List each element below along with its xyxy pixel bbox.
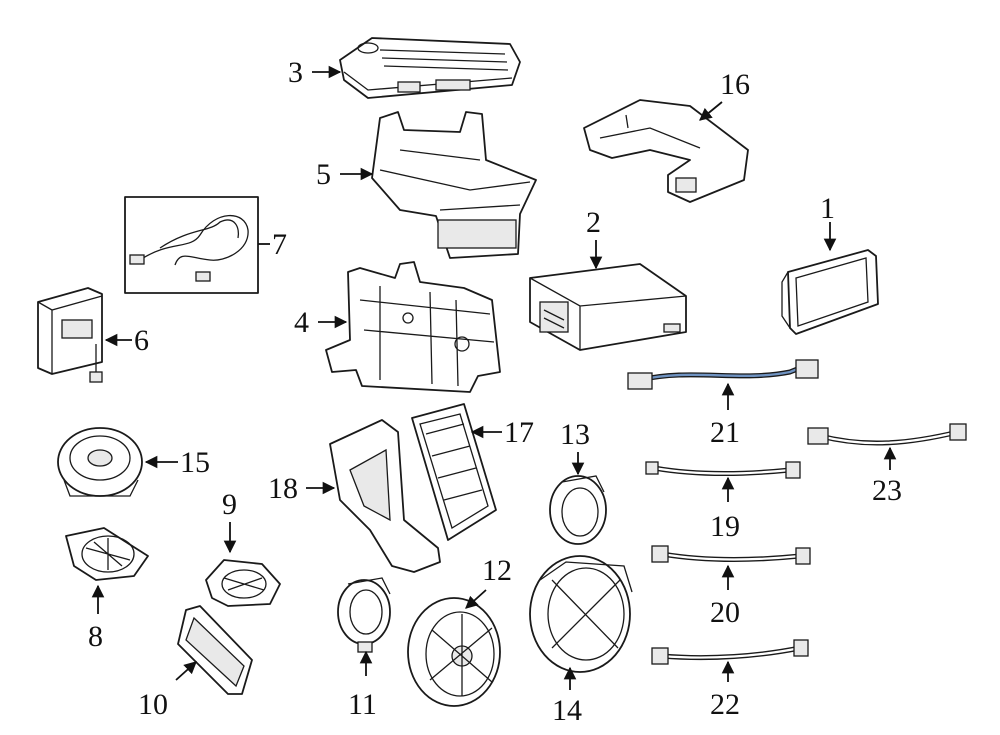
part-8-speaker bbox=[65, 527, 149, 581]
part-16-cover bbox=[583, 99, 749, 203]
callout-22: 22 bbox=[710, 688, 740, 721]
part-22-cable bbox=[651, 639, 809, 665]
callout-13: 13 bbox=[560, 418, 590, 451]
part-18-bracket bbox=[329, 419, 441, 573]
part-13-speaker bbox=[549, 475, 607, 545]
callout-19: 19 bbox=[710, 510, 740, 543]
callout-5: 5 bbox=[316, 158, 331, 191]
part-21-cable bbox=[627, 359, 819, 390]
callout-8: 8 bbox=[88, 620, 103, 653]
part-6-module bbox=[37, 287, 103, 383]
part-4-frame bbox=[325, 261, 501, 393]
part-23-cable bbox=[807, 423, 967, 446]
part-11-speaker bbox=[337, 577, 391, 653]
callout-18: 18 bbox=[268, 472, 298, 505]
callout-23: 23 bbox=[872, 474, 902, 507]
callout-2: 2 bbox=[586, 206, 601, 239]
callout-1: 1 bbox=[820, 192, 835, 225]
part-10-grille bbox=[177, 605, 253, 695]
callout-12: 12 bbox=[482, 554, 512, 587]
callout-9: 9 bbox=[222, 488, 237, 521]
part-1-display bbox=[781, 249, 879, 335]
part-9-speaker bbox=[205, 559, 281, 607]
callout-6: 6 bbox=[134, 324, 149, 357]
callout-16: 16 bbox=[720, 68, 750, 101]
callout-11: 11 bbox=[348, 688, 377, 721]
part-3-control-module bbox=[339, 37, 521, 99]
part-2-unit bbox=[529, 263, 687, 351]
callout-17: 17 bbox=[504, 416, 534, 449]
part-14-speaker bbox=[529, 555, 633, 673]
callout-20: 20 bbox=[710, 596, 740, 629]
callout-3: 3 bbox=[288, 56, 303, 89]
part-12-speaker bbox=[407, 597, 501, 707]
part-7-wiring-harness bbox=[124, 196, 259, 294]
callout-7: 7 bbox=[272, 228, 287, 261]
part-19-cable bbox=[645, 461, 801, 479]
part-20-cable bbox=[651, 545, 811, 565]
callout-21: 21 bbox=[710, 416, 740, 449]
callout-4: 4 bbox=[294, 306, 309, 339]
part-17-enclosure bbox=[411, 403, 497, 541]
callout-14: 14 bbox=[552, 694, 582, 727]
callout-10: 10 bbox=[138, 688, 168, 721]
callout-15: 15 bbox=[180, 446, 210, 479]
part-5-bracket bbox=[371, 111, 537, 259]
part-15-speaker bbox=[57, 427, 143, 497]
